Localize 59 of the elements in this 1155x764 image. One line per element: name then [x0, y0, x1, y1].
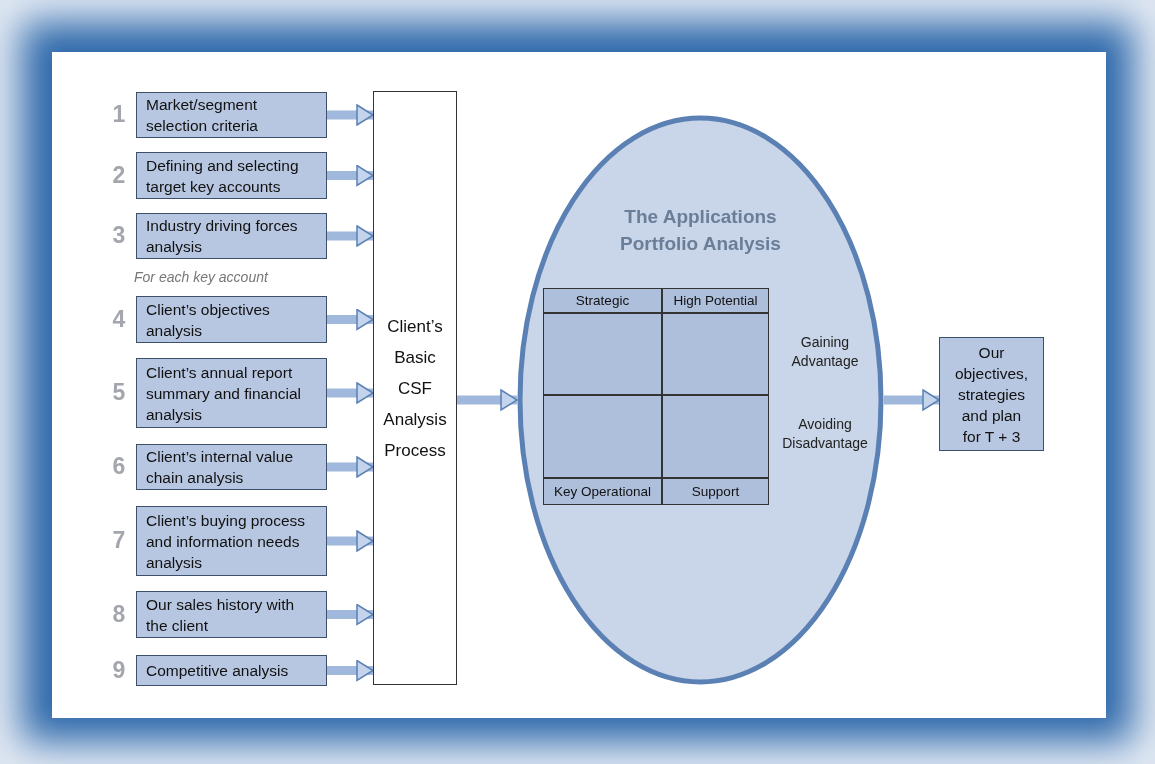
input-box [136, 213, 327, 259]
block-arrow [327, 308, 374, 331]
step-number: 4 [111, 305, 127, 333]
matrix-header-cell [543, 478, 662, 505]
box-text: Our sales history with the client [146, 594, 296, 636]
for-each-note: For each key account [134, 268, 270, 287]
box-text: Client’s objectives analysis [146, 299, 271, 341]
cell-text: High Potential [673, 293, 758, 308]
input-box [136, 296, 327, 343]
box-text: Our objectives, strategies and plan for T + 3 [953, 342, 1030, 447]
cell-text: Key Operational [554, 484, 651, 499]
step-number: 6 [111, 453, 127, 480]
input-box [136, 444, 327, 490]
block-arrow [884, 389, 940, 411]
step-number: 2 [111, 161, 127, 189]
input-box [136, 152, 327, 199]
input-box [136, 591, 327, 638]
block-arrow [327, 225, 374, 247]
step-number: 8 [111, 600, 127, 628]
step-number: 7 [111, 527, 127, 554]
step-number: 1 [111, 101, 127, 128]
matrix-header-cell [662, 288, 769, 313]
block-arrow [327, 456, 374, 478]
box-text: Market/segment selection criteria [146, 95, 259, 136]
matrix-cell [662, 313, 769, 395]
block-arrow [327, 530, 374, 552]
input-box [136, 655, 327, 686]
box-text: Defining and selecting target key accounts [146, 155, 300, 197]
step-number: 5 [111, 379, 127, 406]
ellipse-title: The Applications Portfolio Analysis [619, 205, 782, 256]
matrix-cell [543, 313, 662, 395]
output-box [939, 337, 1044, 451]
box-text: Client’s internal value chain analysis [146, 447, 295, 488]
block-arrow [327, 382, 374, 404]
process-text: Client’s Basic CSF Analysis Process [382, 315, 448, 462]
block-arrow [327, 104, 374, 126]
portfolio-ellipse [517, 115, 884, 685]
step-number: 3 [111, 222, 127, 249]
axis-label: Avoiding Disadvantage [781, 415, 869, 453]
box-text: Client’s annual report summary and financial analysis [146, 362, 303, 425]
box-text: Client’s buying process and information needs analysis [146, 510, 307, 573]
box-text: Competitive analysis [146, 661, 290, 681]
input-box [136, 506, 327, 576]
block-arrow [327, 603, 374, 626]
block-arrow [327, 659, 374, 682]
block-arrow [457, 389, 518, 411]
step-number: 9 [111, 656, 127, 684]
matrix-cell [662, 395, 769, 478]
cell-text: Strategic [575, 293, 630, 308]
matrix-header-cell [662, 478, 769, 505]
matrix-cell [543, 395, 662, 478]
block-arrow [327, 164, 374, 187]
input-box [136, 92, 327, 138]
input-box [136, 358, 327, 428]
process-box [373, 91, 457, 685]
axis-label: Gaining Advantage [790, 333, 860, 371]
matrix-header-cell [543, 288, 662, 313]
cell-text: Support [691, 484, 740, 499]
box-text: Industry driving forces analysis [146, 216, 299, 257]
